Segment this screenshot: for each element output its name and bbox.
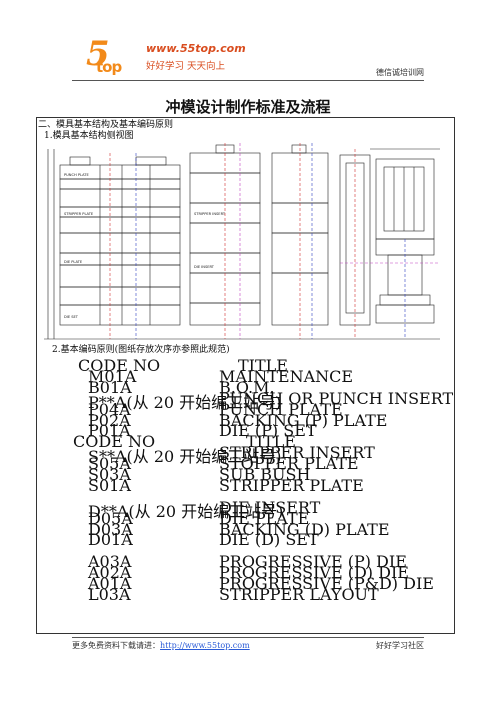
code-cell: S03A <box>88 465 131 484</box>
page-title: 冲模设计制作标准及流程 <box>165 98 331 116</box>
code-cell: P01A <box>88 421 131 441</box>
subsection-structure: 1.模具基本结构侧视图 <box>44 131 134 141</box>
logo-sub: top <box>96 58 122 76</box>
code-cell: M01A <box>88 366 137 386</box>
title-cell: STOPPER PLATE <box>219 454 359 474</box>
code-cell: D**A(从 20 开始编工站号) <box>88 501 284 521</box>
code-cell: CODE NO <box>73 432 156 452</box>
code-cell: A01A <box>88 574 132 593</box>
code-cell: P04A <box>88 399 131 419</box>
footer-link[interactable]: http://www.55top.com <box>160 641 250 650</box>
title-cell: DIE (D) SET <box>219 530 319 550</box>
title-cell: PROGRESSIVE (P) DIE <box>219 552 407 572</box>
footer-community: 好好学习社区 <box>376 641 424 650</box>
title-cell: DIE PLATE <box>219 508 310 528</box>
title-cell: TITLE <box>246 432 296 452</box>
code-cell: D03A <box>88 519 133 539</box>
footer-divider <box>72 637 424 638</box>
code-cell: S01A <box>88 475 131 495</box>
title-cell: PUNCH OR PUNCH INSERT <box>219 388 454 408</box>
title-cell: MAINTENANCE <box>219 366 354 386</box>
drawing-label-die-set: DIE SET <box>64 315 79 319</box>
header-org-name: 德信诚培训网 <box>376 68 424 77</box>
title-cell: DIE (P) SET <box>219 421 317 441</box>
footer-download-label: 更多免费资料下载请进： <box>72 641 160 650</box>
title-cell: PUNCH PLATE <box>219 399 343 419</box>
code-cell: L03A <box>88 584 131 604</box>
title-cell: PROGRESSIVE (P&D) DIE <box>219 574 434 593</box>
logo-slogan: 好好学习 天天向上 <box>146 61 226 72</box>
subsection-coding: 2.基本编码原则(图纸存放次序亦参照此规范) <box>52 345 230 355</box>
title-cell: SUB BUSH <box>219 465 311 484</box>
title-cell: PROGRESSIVE (D) DIE <box>219 563 409 583</box>
title-cell: DIE INSERT <box>219 497 321 517</box>
die-structure-drawing: PUNCH PLATE STRIPPER PLATE DIE PLATE DIE… <box>44 143 440 340</box>
drawing-label-die-plate: DIE PLATE <box>64 260 83 264</box>
drawing-label-die-insert: DIE INSERT <box>194 265 215 269</box>
code-cell: S**A(从 20 开始编工站号) <box>88 447 282 467</box>
title-cell: B.O.M. <box>219 377 275 397</box>
header-divider <box>72 80 424 81</box>
title-cell: STRIPPER LAYOUT <box>219 584 379 604</box>
section-heading: 二、模具基本结构及基本编码原则 <box>38 120 174 130</box>
site-logo[interactable]: 5 top www.55top.com 好好学习 天天向上 <box>86 34 276 76</box>
content-frame <box>36 117 455 634</box>
title-cell: BACKING (P) PLATE <box>219 410 388 430</box>
logo-mark: 5 <box>86 34 110 74</box>
code-cell: A03A <box>88 552 132 572</box>
code-cell: D05A <box>88 508 133 528</box>
code-cell: D01A <box>88 530 133 550</box>
title-cell: BACKING (D) PLATE <box>219 519 390 539</box>
code-cell: CODE NO <box>78 356 161 375</box>
title-cell: STRIPPER INSERT <box>219 443 375 463</box>
title-cell: TITLE <box>238 356 288 375</box>
footer-download-note: 更多免费资料下载请进：http://www.55top.com <box>72 640 250 651</box>
logo-url: www.55top.com <box>146 42 246 55</box>
drawing-label-stripper-plate: STRIPPER PLATE <box>64 212 94 216</box>
code-cell: P02A <box>88 410 131 430</box>
drawing-label-punch-plate: PUNCH PLATE <box>64 173 89 177</box>
code-cell: B01A <box>88 377 132 397</box>
code-cell: P**A(从 20 开始编工站号) <box>88 392 282 412</box>
code-cell: S05A <box>88 454 131 474</box>
drawing-label-stripper-insert: STRIPPER INSERT <box>194 212 226 216</box>
title-cell: STRIPPER PLATE <box>219 475 364 495</box>
code-cell: A02A <box>88 563 132 583</box>
